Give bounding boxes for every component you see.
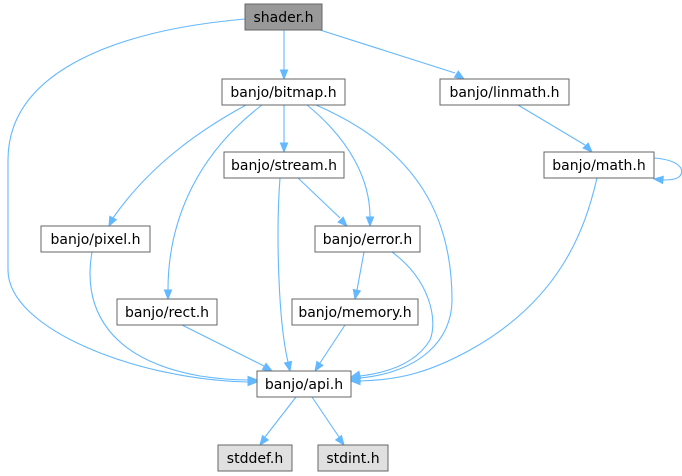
node-banjo-api-h-label: banjo/api.h bbox=[265, 377, 343, 393]
edge-error-to-memory bbox=[352, 251, 365, 301]
node-banjo-api-h-box bbox=[256, 370, 352, 398]
edge-line bbox=[311, 396, 340, 438]
node-banjo-error-h-box bbox=[314, 225, 421, 253]
edge-line bbox=[7, 18, 249, 383]
edge-arrowhead bbox=[163, 289, 173, 301]
node-banjo-bitmap-h[interactable]: banjo/bitmap.h bbox=[221, 78, 346, 106]
edge-stream-to-error bbox=[297, 177, 348, 227]
edge-memory-to-api bbox=[314, 324, 346, 373]
node-stdint-h[interactable]: stdint.h bbox=[317, 444, 389, 472]
edge-arrowhead bbox=[259, 434, 270, 447]
edge-arrowhead bbox=[365, 216, 375, 228]
edge-shader-to-linmath bbox=[319, 29, 466, 80]
node-banjo-math-h[interactable]: banjo/math.h bbox=[543, 151, 655, 179]
edge-shader-to-bitmap bbox=[279, 30, 289, 81]
node-banjo-bitmap-h-box bbox=[221, 78, 346, 106]
node-banjo-stream-h[interactable]: banjo/stream.h bbox=[223, 151, 345, 179]
node-banjo-pixel-h[interactable]: banjo/pixel.h bbox=[40, 225, 151, 253]
edge-bitmap-to-stream bbox=[279, 105, 289, 154]
edge-line bbox=[89, 251, 249, 381]
edge-bitmap-to-rect bbox=[163, 104, 263, 301]
edge-line bbox=[167, 104, 263, 291]
edge-arrowhead bbox=[349, 370, 362, 379]
edge-arrowhead bbox=[108, 215, 118, 228]
node-banjo-linmath-h-label: banjo/linmath.h bbox=[449, 85, 559, 101]
node-stddef-h[interactable]: stddef.h bbox=[217, 444, 293, 472]
node-banjo-rect-h[interactable]: banjo/rect.h bbox=[116, 298, 218, 326]
node-stdint-h-label: stdint.h bbox=[326, 451, 379, 467]
node-shader-h-label: shader.h bbox=[253, 10, 313, 26]
edge-error-to-api bbox=[349, 251, 434, 379]
edge-arrowhead bbox=[337, 216, 348, 227]
edge-line bbox=[306, 104, 371, 218]
edge-line bbox=[356, 251, 365, 291]
edge-line bbox=[112, 104, 247, 219]
edge-arrowhead bbox=[247, 375, 259, 385]
edge-arrowhead bbox=[279, 69, 289, 81]
edge-line bbox=[359, 251, 434, 377]
edge-arrowhead bbox=[279, 142, 289, 154]
edge-api-to-stddef bbox=[259, 396, 297, 447]
edge-arrowhead bbox=[352, 288, 362, 301]
node-banjo-stream-h-box bbox=[223, 151, 345, 179]
node-stdint-h-box bbox=[317, 444, 389, 472]
edge-line bbox=[264, 396, 297, 438]
edge-arrowhead bbox=[314, 360, 324, 373]
edge-arrowhead bbox=[334, 434, 345, 447]
edge-math-to-api bbox=[349, 177, 598, 386]
node-banjo-error-h[interactable]: banjo/error.h bbox=[314, 225, 421, 253]
edge-arrowhead bbox=[283, 360, 293, 373]
edge-arrowhead bbox=[652, 175, 664, 185]
node-banjo-memory-h[interactable]: banjo/memory.h bbox=[291, 298, 419, 326]
node-banjo-pixel-h-label: banjo/pixel.h bbox=[51, 232, 141, 248]
node-banjo-math-h-box bbox=[543, 151, 655, 179]
edge-line bbox=[319, 324, 346, 364]
edge-line bbox=[181, 324, 265, 367]
node-banjo-error-h-label: banjo/error.h bbox=[323, 232, 412, 248]
edge-line bbox=[319, 29, 456, 74]
edge-bitmap-to-pixel bbox=[108, 104, 247, 228]
node-banjo-rect-h-box bbox=[116, 298, 218, 326]
edge-api-to-stdint bbox=[311, 396, 345, 447]
node-shader-h-box bbox=[244, 3, 323, 31]
edge-line bbox=[517, 104, 586, 146]
node-banjo-bitmap-h-label: banjo/bitmap.h bbox=[230, 85, 336, 101]
edge-arrowhead bbox=[261, 362, 274, 372]
node-banjo-rect-h-label: banjo/rect.h bbox=[125, 305, 209, 321]
edge-pixel-to-api bbox=[89, 251, 259, 385]
edge-bitmap-to-error bbox=[306, 104, 375, 228]
edge-linmath-to-math bbox=[517, 104, 593, 153]
edge-shader-to-api bbox=[7, 18, 259, 387]
edge-arrowhead bbox=[453, 70, 466, 80]
edge-line bbox=[297, 177, 341, 219]
edge-line bbox=[359, 177, 598, 382]
node-banjo-math-h-label: banjo/math.h bbox=[552, 158, 645, 174]
edge-stream-to-api bbox=[277, 177, 293, 373]
edge-math-to-math bbox=[652, 157, 682, 185]
edge-rect-to-api bbox=[181, 324, 274, 372]
node-banjo-pixel-h-box bbox=[40, 225, 151, 253]
node-stddef-h-label: stddef.h bbox=[227, 451, 283, 467]
node-banjo-api-h[interactable]: banjo/api.h bbox=[256, 370, 352, 398]
edge-arrowhead bbox=[349, 376, 361, 386]
node-stddef-h-box bbox=[217, 444, 293, 472]
edge-line bbox=[315, 104, 453, 379]
edges-layer bbox=[7, 18, 682, 447]
node-banjo-linmath-h-box bbox=[439, 78, 570, 106]
node-banjo-linmath-h[interactable]: banjo/linmath.h bbox=[439, 78, 570, 106]
nodes-layer: shader.h banjo/bitmap.h banjo/linmath.h … bbox=[40, 3, 655, 472]
edge-line bbox=[653, 157, 682, 181]
edge-line bbox=[277, 177, 289, 363]
node-shader-h[interactable]: shader.h bbox=[244, 3, 323, 31]
node-banjo-stream-h-label: banjo/stream.h bbox=[231, 158, 337, 174]
node-banjo-memory-h-box bbox=[291, 298, 419, 326]
edge-arrowhead bbox=[582, 142, 593, 153]
node-banjo-memory-h-label: banjo/memory.h bbox=[298, 305, 411, 321]
